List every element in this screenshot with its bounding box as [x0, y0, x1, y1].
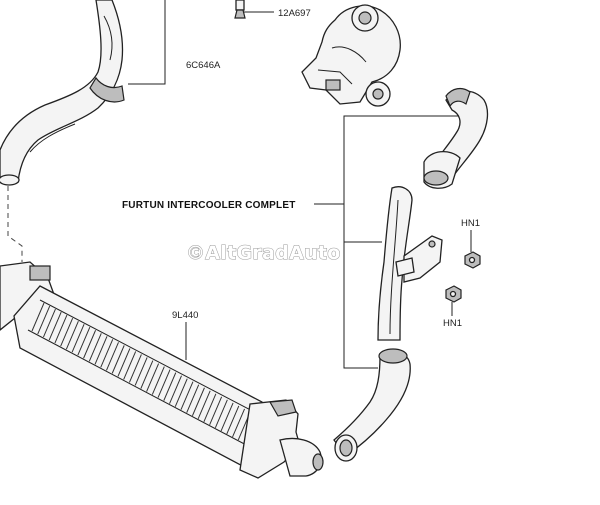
fin-line	[232, 408, 246, 438]
fin-line	[54, 314, 68, 344]
fin-line	[31, 302, 45, 332]
fin-line	[203, 393, 217, 423]
fin-line	[106, 342, 119, 371]
clip-12a697	[234, 0, 274, 19]
leader-hose-assembly	[314, 115, 458, 369]
fin-line	[157, 369, 171, 398]
fin-line	[169, 375, 182, 404]
fin-line	[48, 311, 62, 341]
fin-line	[209, 396, 223, 426]
fin-line	[88, 333, 102, 362]
fin-line	[191, 387, 205, 416]
right-vertical-pipe	[377, 186, 413, 341]
fin-line	[140, 360, 154, 389]
fin-line	[65, 320, 79, 350]
watermark: ©AltGradAuto	[186, 242, 341, 264]
fin-line	[128, 354, 142, 383]
fin-line	[42, 308, 56, 338]
label-hose-assembly: FURTUN INTERCOOLER COMPLET	[122, 200, 296, 211]
fin-line	[60, 317, 74, 347]
fin-line	[111, 345, 125, 374]
label-9l440: 9L440	[172, 310, 198, 321]
dashed-connector-left	[7, 186, 23, 262]
mounting-bracket	[395, 235, 443, 283]
fin-line	[226, 405, 240, 435]
fin-line	[123, 351, 137, 380]
fin-line	[94, 336, 108, 365]
leader-6c646a	[128, 0, 166, 85]
label-12a697: 12A697	[278, 8, 311, 19]
fin-line	[77, 327, 91, 356]
fin-line	[146, 363, 160, 392]
fin-line	[197, 390, 211, 419]
fin-line	[83, 330, 97, 359]
lower-right-hose	[333, 348, 411, 462]
fin-line	[180, 381, 194, 410]
fin-line	[163, 372, 177, 401]
upper-right-hose	[423, 87, 489, 189]
fin-line	[186, 384, 200, 413]
intercooler	[0, 261, 324, 479]
label-hn1-bottom: HN1	[443, 318, 462, 329]
fin-line	[100, 339, 114, 368]
fin-line	[134, 357, 148, 386]
upper-left-hose	[0, 0, 125, 186]
label-hn1-top: HN1	[461, 218, 480, 229]
fin-line	[220, 402, 234, 432]
nut-hn1-top	[464, 230, 481, 269]
fin-line	[174, 378, 188, 407]
label-6c646a: 6C646A	[186, 60, 221, 71]
fin-line	[151, 366, 165, 395]
fin-line	[71, 323, 85, 353]
turbocharger	[301, 4, 401, 107]
nut-hn1-bottom	[445, 285, 462, 316]
fin-line	[214, 399, 228, 429]
fin-line	[37, 305, 51, 335]
fin-line	[117, 348, 131, 377]
